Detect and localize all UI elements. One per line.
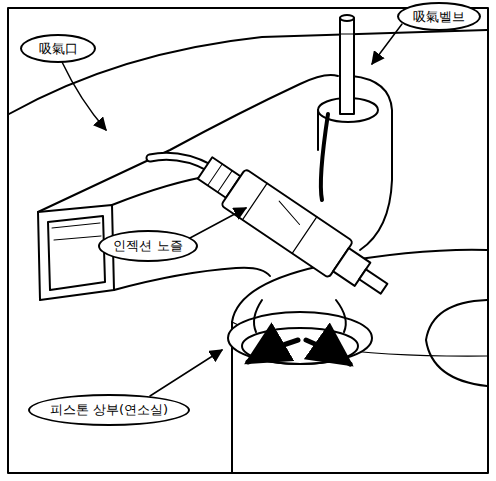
cylinder-right-edge <box>426 300 487 386</box>
callout-label: 인젝션 노즐 <box>113 237 182 255</box>
callout-label: 피스톤 상부(연소실) <box>50 401 168 419</box>
flow-arrow-right <box>306 340 350 364</box>
valve-stem <box>340 18 354 114</box>
port-shade <box>52 223 101 240</box>
port-top <box>38 75 338 212</box>
fuel-line <box>150 156 210 168</box>
nozzle-body <box>221 169 353 278</box>
callout-oval: 피스톤 상부(연소실) <box>28 394 190 426</box>
leader-arrow <box>62 62 106 130</box>
guide-shadow <box>321 114 328 200</box>
flow-arrow-left <box>248 340 298 362</box>
nozzle-tip <box>359 269 387 293</box>
port-opening <box>48 216 105 290</box>
leader-arrow <box>372 24 402 64</box>
valve-head <box>242 328 358 364</box>
leader-arrow <box>190 208 246 238</box>
callout-oval: 吸氣벨브 <box>397 2 481 31</box>
nut-edges <box>208 164 232 192</box>
cylinder-outline <box>232 250 487 472</box>
frame <box>8 8 488 473</box>
port-bottom <box>114 268 270 290</box>
body-highlight <box>275 201 304 224</box>
callout-label: 吸氣口 <box>39 40 78 58</box>
body-rings <box>242 183 316 253</box>
callout-oval: 인젝션 노즐 <box>98 230 198 262</box>
injection-nozzle <box>193 150 397 307</box>
stem-cap <box>340 15 354 21</box>
valve-seat <box>228 312 372 364</box>
boss-left <box>317 110 319 150</box>
fuel-line-inner <box>150 156 210 168</box>
leader-arrow <box>150 350 222 396</box>
head-surface <box>9 30 487 114</box>
callout-label: 吸氣벨브 <box>413 8 465 26</box>
stem-groove <box>340 33 354 34</box>
callout-oval: 吸氣口 <box>20 34 96 63</box>
port-throat <box>254 300 346 332</box>
